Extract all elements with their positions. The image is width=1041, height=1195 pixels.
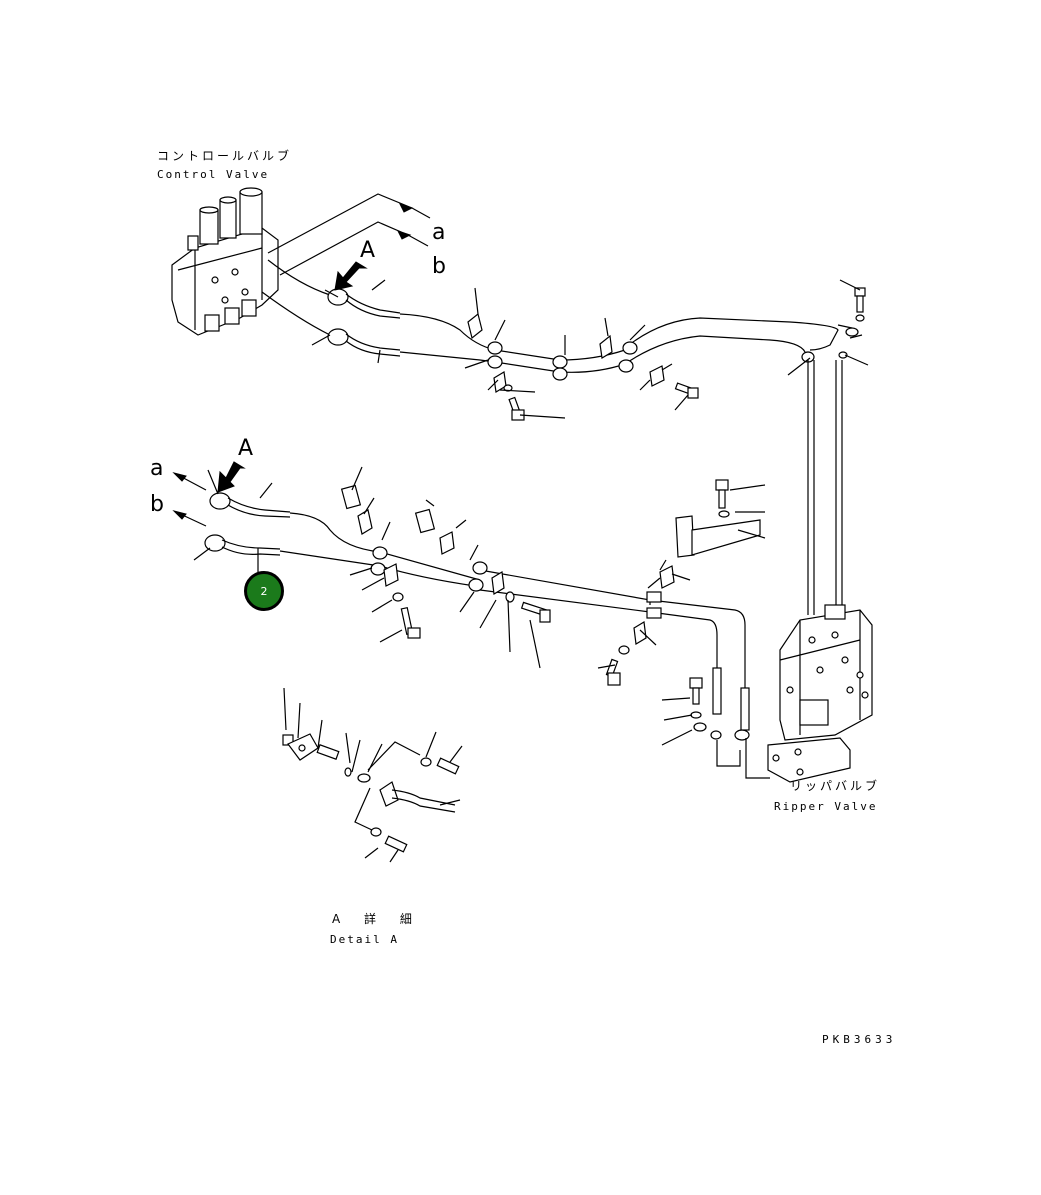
ripper-valve-body — [716, 604, 873, 783]
port-leader-lines-upper — [267, 193, 431, 276]
part-callout-2[interactable]: 2 — [244, 571, 284, 611]
vertical-pipes — [807, 360, 843, 615]
lower-hose-assembly — [193, 466, 766, 746]
port-leader-lines-lower — [172, 472, 207, 527]
detail-a-label-jp: A 詳 細 — [332, 912, 422, 926]
drawing-code: PKB3633 — [822, 1033, 897, 1046]
port-b-upper-label: b — [432, 254, 446, 279]
view-arrow-lower-label: A — [238, 436, 254, 461]
port-b-lower-label: b — [150, 492, 164, 517]
ripper-valve-label-en: Ripper Valve — [774, 800, 878, 813]
detail-a-label-en: Detail A — [330, 933, 399, 946]
control-valve-label-en: Control Valve — [157, 168, 270, 181]
upper-hose-assembly — [261, 259, 869, 421]
part-callout-number: 2 — [260, 584, 268, 598]
view-arrow-lower — [217, 461, 246, 493]
control-valve-body — [171, 187, 279, 336]
view-arrow-upper-label: A — [360, 238, 376, 263]
port-a-lower-label: a — [150, 456, 164, 481]
detail-a-drawing — [282, 687, 463, 863]
view-arrow-upper — [334, 261, 368, 291]
ripper-valve-label-jp: リッパバルブ — [790, 779, 881, 793]
port-a-upper-label: a — [432, 220, 446, 245]
control-valve-label-jp: コントロールバルブ — [157, 149, 293, 163]
